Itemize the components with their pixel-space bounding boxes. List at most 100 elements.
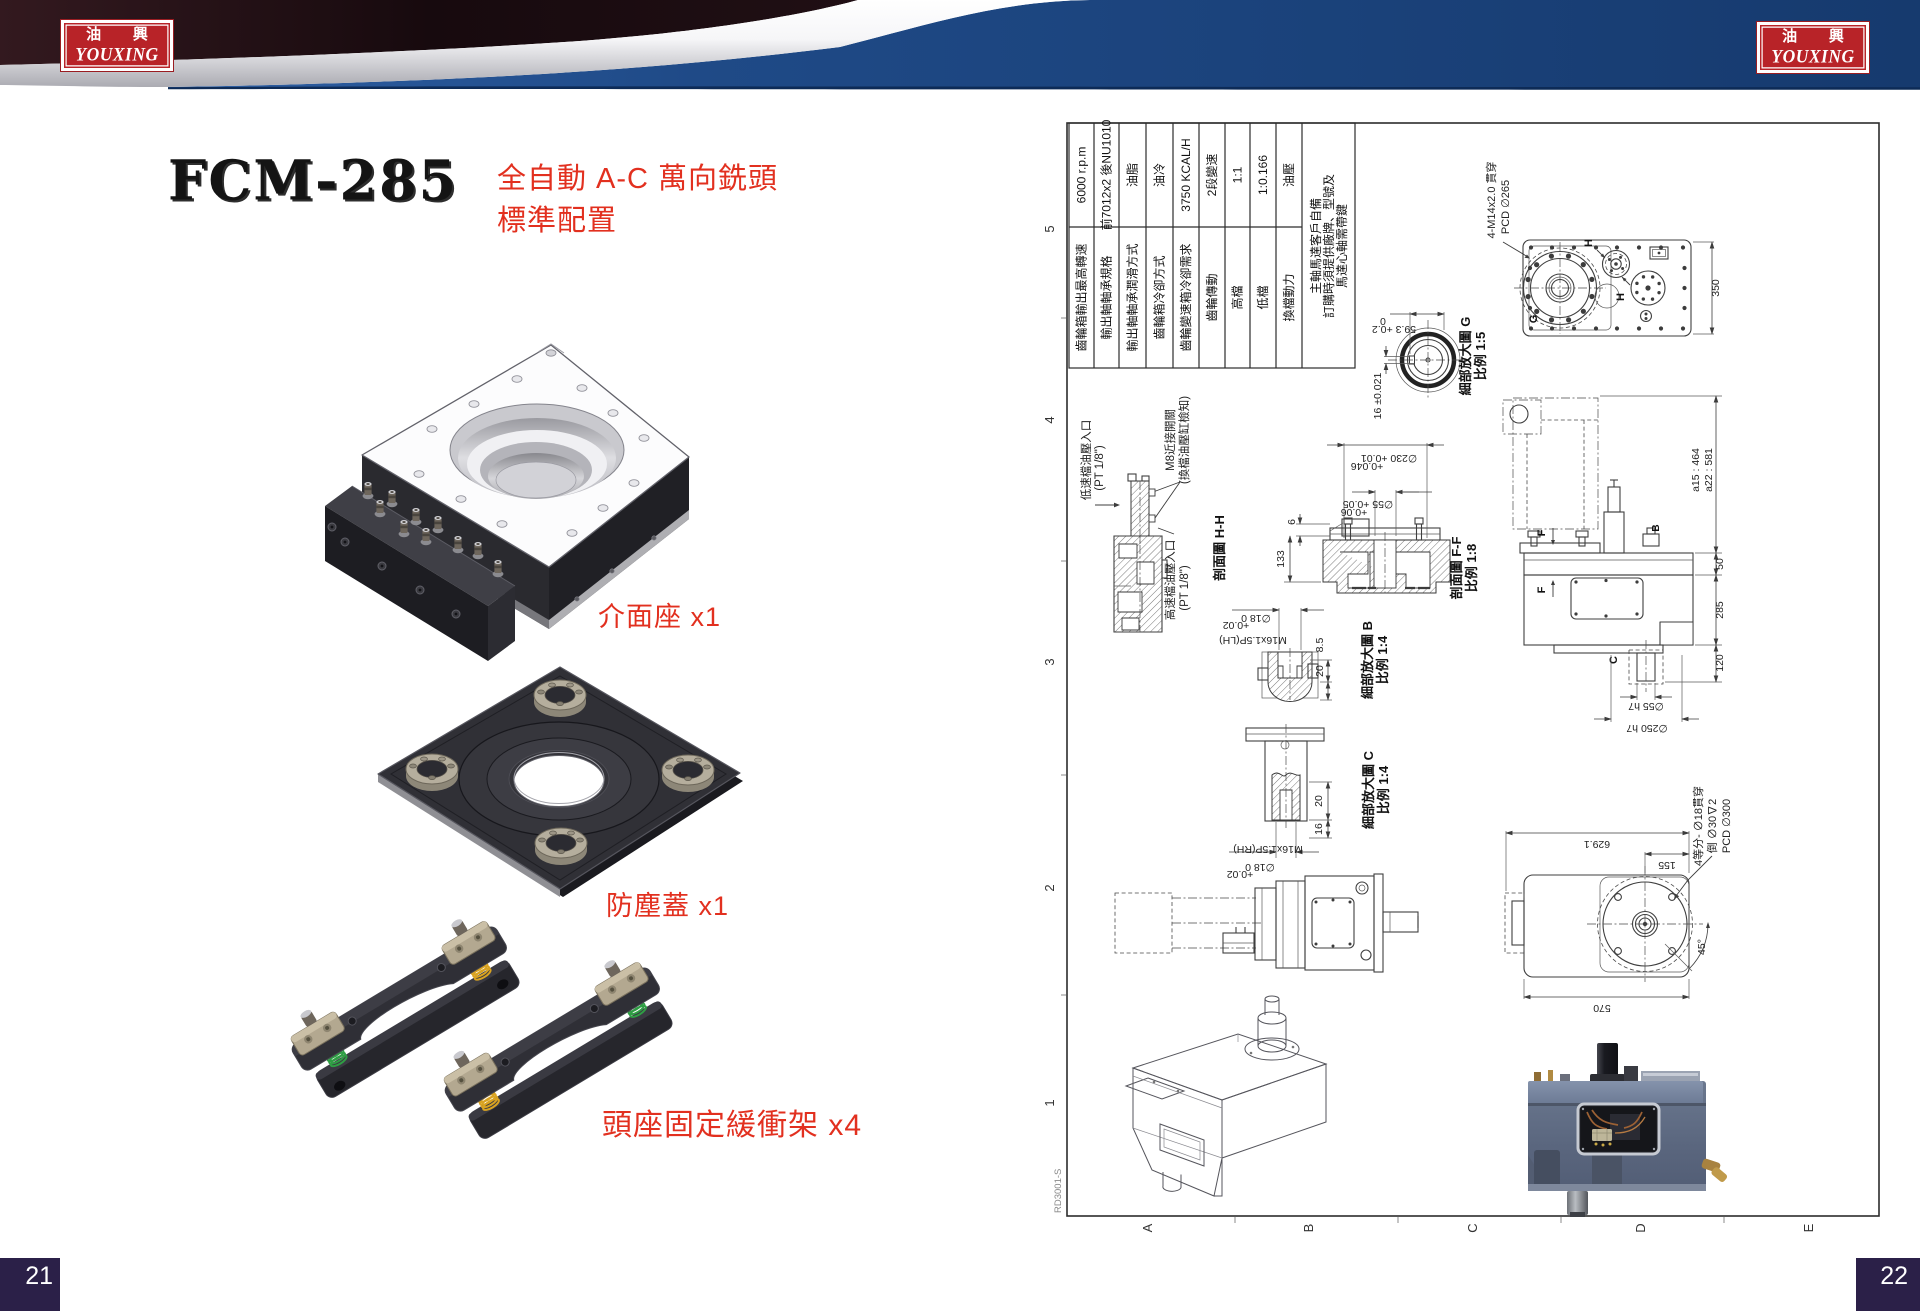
- detail-g-title: 細部放大圖 G: [1458, 317, 1473, 396]
- spec-note-line: 馬達心軸需帶鍵: [1334, 204, 1349, 288]
- drawing-frame: [1066, 122, 1880, 1217]
- dim-350: 350: [1710, 279, 1722, 297]
- product-buffer-bracket: [290, 919, 520, 1098]
- dim-230-tol: +0.046: [1351, 460, 1384, 472]
- detail-c-scale: 比例 1:4: [1376, 765, 1391, 814]
- grid-col-label: E: [1801, 1223, 1816, 1232]
- spec-value: 油壓: [1282, 163, 1296, 187]
- dim-d55: ∅55 h7: [1628, 700, 1664, 712]
- detail-b-scale: 比例 1:4: [1375, 635, 1390, 684]
- brand-logo-cn: 油 興: [86, 27, 162, 43]
- brand-logo-en: YOUXING: [75, 43, 159, 65]
- banner-blue-wave: [168, 0, 1920, 88]
- spec-note-line: 主軸馬達客戶自備: [1308, 198, 1323, 294]
- dim-c18: ∅18 0: [1245, 861, 1275, 873]
- dim-55-tol: +0.06: [1341, 506, 1368, 518]
- product-buffer-bracket: [443, 960, 673, 1139]
- side-view-2: [1114, 873, 1419, 973]
- section-hh: [1113, 473, 1168, 633]
- model-title: FCM-285: [168, 147, 459, 213]
- hole-note: PCD ∅300: [1721, 799, 1733, 853]
- dim-c16: 16: [1313, 823, 1325, 835]
- spec-value: 1:0.166: [1256, 155, 1270, 195]
- detail-c-title: 細部放大圖 C: [1361, 750, 1376, 829]
- spec-table: 6000 r.p.m 齒輪箱輸出最高轉速 前7012x2 後NU1010 輸出軸…: [1068, 119, 1356, 369]
- thread-lh: M16x1.5P(LH): [1219, 634, 1287, 646]
- hole-note: 倒 ∅30∇2: [1706, 799, 1719, 853]
- grid-row-label: 5: [1042, 225, 1057, 232]
- spec-note-line: 訂購時須提供廠牌、型號及: [1321, 174, 1336, 318]
- rear-flange: [1514, 242, 1606, 334]
- brand-logo-cn: 油 興: [1782, 29, 1858, 45]
- thread-rh: M16x1.5P(RH): [1233, 843, 1302, 855]
- mark-h: H: [1615, 293, 1627, 301]
- spec-label: 齒輪箱冷卻方式: [1152, 255, 1167, 339]
- spec-label: 輸出軸軸承潤滑方式: [1125, 243, 1140, 351]
- dim-d250: ∅250 h7: [1626, 722, 1667, 734]
- detail-b: [1257, 648, 1319, 703]
- dim-a15: a15 : 464: [1690, 448, 1702, 492]
- dim-155: 155: [1658, 859, 1676, 871]
- detail-g: [1388, 320, 1468, 400]
- spec-label: 齒輪傳動: [1204, 273, 1219, 321]
- port-low-label: (PT 1/8"): [1094, 445, 1106, 491]
- spec-value: 前7012x2 後NU1010: [1099, 119, 1114, 230]
- page-number-left: 21: [0, 1258, 60, 1311]
- section-ff-title: 剖面圖 F-F: [1449, 537, 1464, 600]
- item-label-buffer-bracket: 頭座固定緩衝架 x4: [602, 1109, 863, 1142]
- dim-133: 133: [1275, 550, 1287, 568]
- model-subtitle-line1: 全自動 A-C 萬向銑頭: [497, 163, 779, 195]
- dim-45: 45°: [1696, 939, 1708, 955]
- brand-logo-left: 油 興 YOUXING: [60, 19, 174, 72]
- dim-55: ∅55 +0.05: [1343, 498, 1393, 510]
- doc-number: RD3001-S: [1053, 1169, 1064, 1213]
- brand-logo-right: 油 興 YOUXING: [1756, 21, 1870, 74]
- dim-c18-tol: +0.02: [1227, 868, 1254, 880]
- dim-570: 570: [1593, 1002, 1611, 1014]
- hole-note: 4等分- ∅18貫穿: [1691, 786, 1705, 866]
- spec-value: 2段變速: [1204, 154, 1219, 197]
- item-label-dust-cover: 防塵蓋 x1: [606, 891, 730, 921]
- mark-f: F: [1536, 529, 1548, 536]
- product-interface-seat: [325, 343, 690, 661]
- spec-value: 油脂: [1125, 163, 1140, 187]
- dim-b20: 20: [1314, 665, 1326, 677]
- side-view: B C F F: [1502, 397, 1694, 692]
- dim-6: 6: [1286, 519, 1298, 525]
- dim-c20: 20: [1313, 795, 1325, 807]
- spec-label: 輸出軸軸承規格: [1099, 255, 1114, 339]
- dim-285: 285: [1714, 601, 1726, 619]
- section-hh-title: 剖面圖 H-H: [1212, 515, 1227, 581]
- page-number-right: 22: [1856, 1258, 1920, 1311]
- dim-16: 16 ±0.021: [1372, 373, 1384, 420]
- dim-85: 8.5: [1314, 638, 1326, 653]
- grid-row-label: 2: [1042, 884, 1057, 891]
- rear-hole-note: PCD ∅265: [1500, 180, 1512, 234]
- switch-label: M8近接開關: [1164, 409, 1177, 471]
- spec-value: 6000 r.p.m: [1075, 147, 1089, 204]
- port-high-label: (PT 1/8"): [1179, 565, 1191, 611]
- spec-label: 齒輪箱輸出最高轉速: [1074, 243, 1089, 351]
- detail-c: [1245, 724, 1325, 828]
- grid-row-label: 1: [1042, 1099, 1057, 1106]
- grid-col-label: B: [1301, 1224, 1316, 1233]
- mark-g: G: [1528, 315, 1540, 324]
- grid-col-label: D: [1633, 1223, 1648, 1232]
- grid-col-label: C: [1465, 1223, 1480, 1232]
- mark-c: C: [1608, 656, 1620, 664]
- product-photo: [1528, 1043, 1728, 1217]
- item-label-interface-seat: 介面座 x1: [598, 602, 722, 632]
- product-dust-cover: [377, 666, 743, 897]
- dim-230: ∅230 +0.01: [1361, 452, 1417, 464]
- dim-b18: ∅18 0: [1241, 612, 1271, 624]
- section-ff: [1322, 517, 1451, 596]
- dim-b18-tol: +0.02: [1223, 619, 1250, 631]
- dim-59: 59.3 +0.2: [1372, 323, 1416, 335]
- mark-h: H: [1583, 239, 1595, 247]
- model-subtitle-line2: 標準配置: [497, 205, 618, 237]
- grid-row-label: 3: [1042, 658, 1057, 665]
- model-subtitle: 全自動 A-C 萬向銑頭 標準配置: [497, 158, 778, 242]
- dim-50: 50: [1714, 558, 1726, 570]
- spec-value: 1:1: [1231, 166, 1245, 183]
